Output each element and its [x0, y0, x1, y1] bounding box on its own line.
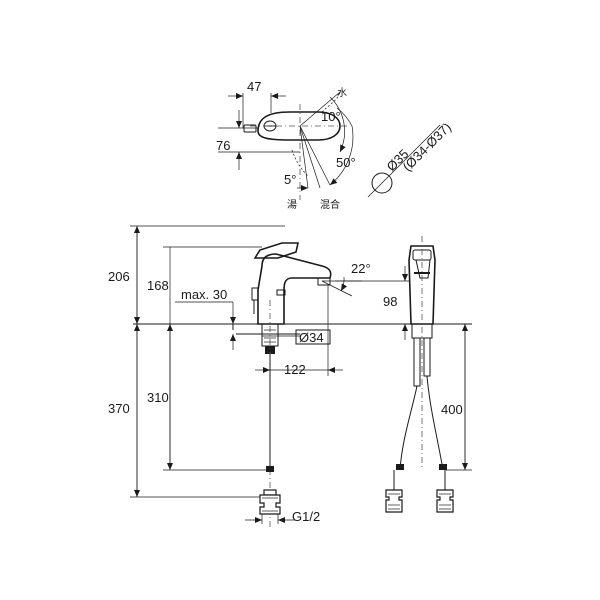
dim-outlet-height-98: 98 [383, 294, 397, 309]
label-cold-water: 水 [337, 87, 347, 99]
dim-base-diameter-34: Ø34 [299, 330, 324, 345]
dim-total-height-206: 206 [108, 269, 130, 284]
angle-spout-22: 22° [351, 261, 371, 276]
hole-spec: Ø35 (Ø34-Ø37) [367, 120, 455, 198]
dim-spout-height-168: 168 [147, 278, 169, 293]
label-hot-water: 湯 [287, 198, 297, 211]
label-mixed-water: 混合 [320, 198, 340, 211]
dim-hose-length-400: 400 [441, 402, 463, 417]
dim-depth-76: 76 [216, 138, 230, 153]
thread-size: G1/2 [292, 509, 320, 524]
side-view: 206 168 max. 30 22° 98 [108, 225, 472, 530]
dim-reach-122: 122 [284, 362, 306, 377]
hole-diameter-range: (Ø34-Ø37) [400, 120, 455, 175]
dim-hose-length-310: 310 [147, 390, 169, 405]
dim-max-deck-30: max. 30 [181, 287, 227, 302]
angle-hot-5: 5° [284, 172, 296, 187]
front-view: 400 [385, 236, 472, 513]
angle-mix-50: 50° [336, 155, 356, 170]
dim-width-47: 47 [247, 79, 261, 94]
dim-total-length-370: 370 [108, 401, 130, 416]
top-view: 47 76 水 10° 50° 5° 湯 混合 [216, 79, 356, 211]
angle-cold-10: 10° [321, 109, 341, 124]
